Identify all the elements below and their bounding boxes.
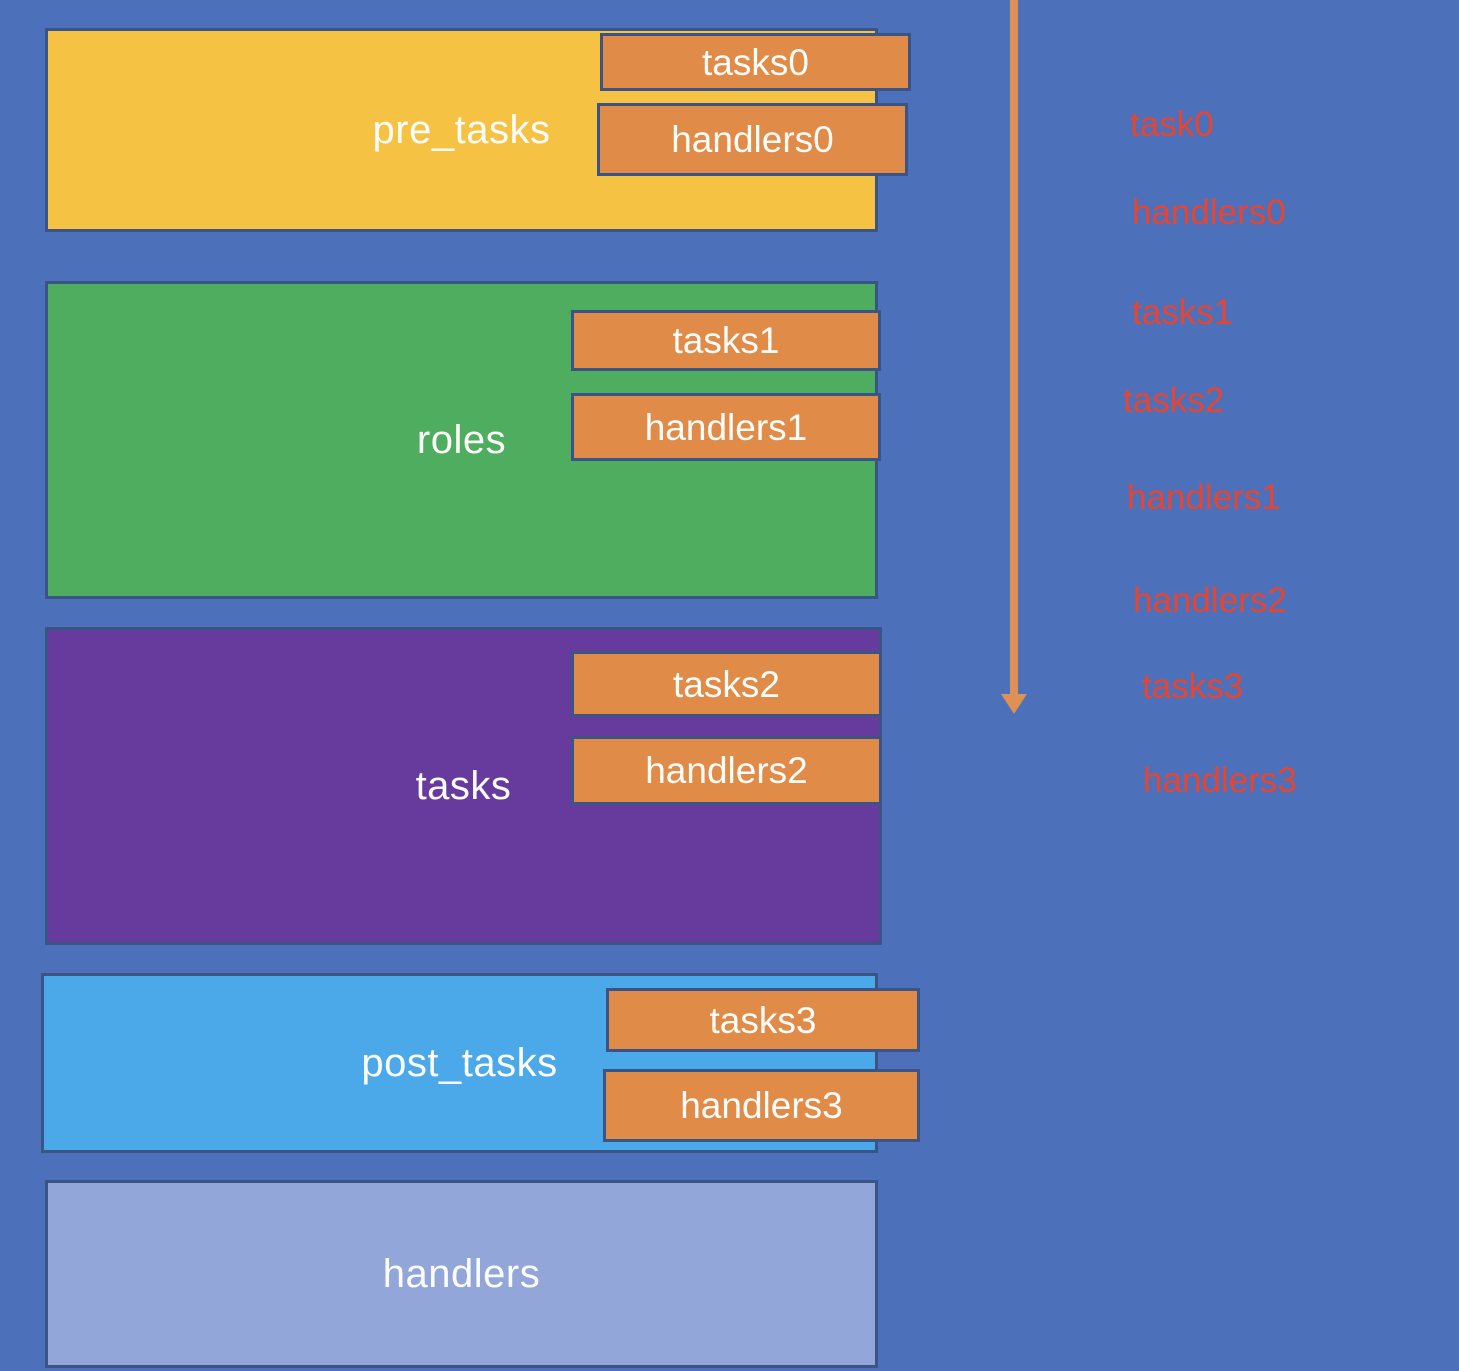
roles-block: roles tasks1 handlers1 [45, 281, 881, 599]
pre-tasks-block: pre_tasks tasks0 handlers0 [45, 28, 911, 232]
tasks2-label: tasks2 [673, 663, 780, 705]
order-label-tasks1: tasks1 [1132, 293, 1234, 332]
order-label-tasks2: tasks2 [1123, 381, 1225, 420]
tasks-block: tasks tasks2 handlers2 [45, 627, 882, 945]
order-label-handlers0: handlers0 [1132, 193, 1286, 232]
roles-label: roles [416, 418, 507, 462]
handlers2-label: handlers2 [645, 750, 808, 791]
tasks-label: tasks [415, 764, 512, 808]
handlers1-box: handlers1 [571, 393, 881, 461]
tasks0-label: tasks0 [702, 41, 809, 83]
post-tasks-label: post_tasks [361, 1041, 558, 1085]
tasks0-box: tasks0 [600, 33, 911, 91]
handlers3-label: handlers3 [680, 1085, 843, 1126]
order-label-task0: task0 [1130, 105, 1214, 144]
pre-tasks-label: pre_tasks [372, 108, 551, 152]
handlers2-box: handlers2 [571, 736, 882, 805]
tasks1-label: tasks1 [672, 320, 780, 361]
tasks3-box: tasks3 [606, 988, 920, 1052]
post-tasks-block: post_tasks tasks3 handlers3 [41, 973, 920, 1153]
handlers1-label: handlers1 [644, 406, 808, 448]
order-label-handlers2: handlers2 [1133, 581, 1287, 620]
order-label-handlers1: handlers1 [1127, 478, 1281, 517]
tasks3-label: tasks3 [709, 999, 817, 1041]
order-label-handlers3: handlers3 [1143, 761, 1297, 800]
tasks2-box: tasks2 [571, 651, 882, 717]
handlers-block: handlers [45, 1180, 878, 1368]
handlers-label: handlers [382, 1252, 541, 1296]
down-arrow-head-icon [1001, 694, 1027, 714]
handlers3-box: handlers3 [603, 1069, 920, 1142]
order-label-tasks3: tasks3 [1142, 667, 1244, 706]
handlers0-label: handlers0 [671, 119, 834, 160]
handlers0-box: handlers0 [597, 103, 908, 176]
tasks1-box: tasks1 [571, 310, 881, 371]
down-arrow-line [1010, 0, 1018, 697]
